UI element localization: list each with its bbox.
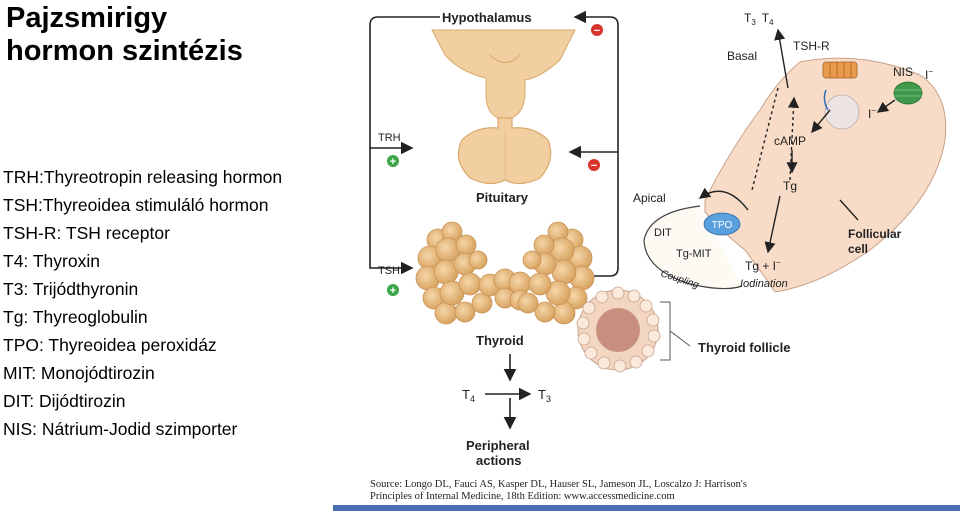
nis-label: NIS xyxy=(893,65,913,79)
title-line-1: Pajzsmirigy xyxy=(6,2,168,34)
glossary-item-mit: MIT: Monojódtirozin xyxy=(3,363,155,383)
source-citation-line-1: Source: Longo DL, Fauci AS, Kasper DL, H… xyxy=(370,479,747,490)
dit-label: DIT xyxy=(654,227,672,239)
tg-mit-label: Tg-MIT xyxy=(676,248,712,260)
thyroid-label: Thyroid xyxy=(476,333,524,348)
minus-sign: − xyxy=(591,160,597,172)
glossary-item-dit: DIT: Dijódtirozin xyxy=(3,391,126,411)
tg-plus-iodide-label: Tg + I− xyxy=(745,258,781,273)
glossary-item-trh: TRH:Thyreotropin releasing hormon xyxy=(3,167,283,187)
iodide-outside-label: I− xyxy=(925,67,933,82)
minus-sign: − xyxy=(594,25,600,37)
pituitary-gland-illustration xyxy=(431,29,576,185)
glossary-item-tg: Tg: Thyreoglobulin xyxy=(3,307,148,327)
follicular-cell-label-line-1: Follicular xyxy=(848,227,902,241)
glossary-item-tpo: TPO: Thyreoidea peroxidáz xyxy=(3,335,217,355)
tsh-stimulation-plus-icon: + xyxy=(387,284,399,297)
thyroid-follicle-illustration xyxy=(576,286,691,373)
tg-label: Tg xyxy=(783,179,797,193)
abbreviation-glossary: TRH:Thyreotropin releasing hormon TSH:Th… xyxy=(3,163,282,443)
t3-label: T3 xyxy=(538,387,551,404)
page-title: Pajzsmirigy hormon szintézis xyxy=(6,2,243,68)
plus-sign: + xyxy=(390,156,396,168)
thyroid-gland-illustration xyxy=(415,221,595,325)
t4-label: T4 xyxy=(462,387,475,404)
camp-label: cAMP xyxy=(774,134,806,148)
glossary-item-tsh-r: TSH-R: TSH receptor xyxy=(3,223,170,243)
tpo-label: TPO xyxy=(712,220,733,231)
glossary-item-tsh: TSH:Thyreoidea stimuláló hormon xyxy=(3,195,269,215)
colloid-lumen xyxy=(643,205,743,290)
follicular-cell-arrows xyxy=(698,28,896,254)
basal-label: Basal xyxy=(727,49,757,63)
peripheral-actions-label-line-2: actions xyxy=(476,453,522,468)
apical-label: Apical xyxy=(633,191,666,205)
iodide-inside-label: I− xyxy=(868,106,876,121)
hypothalamus-label: Hypothalamus xyxy=(442,10,532,25)
iodination-label: Iodination xyxy=(740,278,788,290)
peripheral-actions-label-line-1: Peripheral xyxy=(466,438,530,453)
tsh-label: TSH xyxy=(378,265,400,277)
pituitary-label: Pituitary xyxy=(476,190,529,205)
pituitary-inhibition-minus-icon: − xyxy=(588,159,600,172)
tsh-receptor-icon xyxy=(822,61,858,111)
follicular-cell-illustration xyxy=(704,57,947,293)
tpo-enzyme-icon: TPO xyxy=(703,212,741,236)
title-line-2: hormon szintézis xyxy=(6,35,243,67)
glossary-item-t3: T3: Trijódthyronin xyxy=(3,279,139,299)
hormone-conversion-flow xyxy=(485,354,532,430)
glossary-item-nis: NIS: Nátrium-Jodid szimporter xyxy=(3,419,238,439)
feedback-loops xyxy=(369,10,619,277)
thyroid-follicle-label: Thyroid follicle xyxy=(698,340,790,355)
follicular-cell-label-line-2: cell xyxy=(848,242,868,256)
source-citation-line-2: Principles of Internal Medicine, 18th Ed… xyxy=(370,491,675,502)
trh-label: TRH xyxy=(378,132,401,144)
trh-stimulation-plus-icon: + xyxy=(387,155,399,168)
footer-bar xyxy=(333,505,960,511)
glossary-item-t4: T4: Thyroxin xyxy=(3,251,100,271)
plus-sign: + xyxy=(390,285,396,297)
nis-symporter-icon xyxy=(893,81,923,105)
hypothalamus-inhibition-minus-icon: − xyxy=(591,24,603,37)
tsh-r-label: TSH-R xyxy=(793,39,830,53)
